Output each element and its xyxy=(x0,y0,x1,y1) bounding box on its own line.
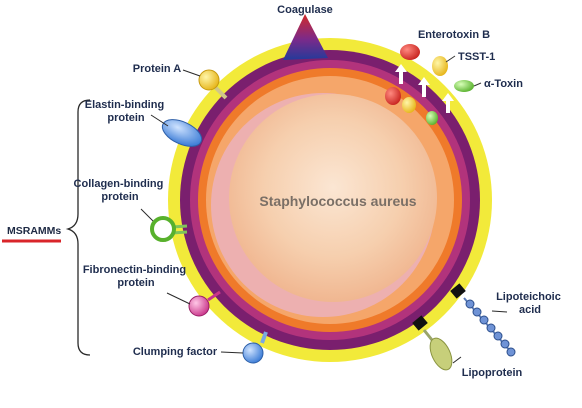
export-arrow-icon xyxy=(442,93,454,113)
fibronectin-binding-protein-icon xyxy=(188,290,221,317)
enterotoxin-bound-icon xyxy=(385,87,401,105)
coagulase-icon xyxy=(283,14,328,60)
label-enterotoxin: Enterotoxin B xyxy=(418,29,490,41)
protein-a-icon xyxy=(198,69,228,100)
export-arrow-icon xyxy=(418,77,430,97)
label-fibronectin-binding: Fibronectin-binding protein xyxy=(83,264,189,289)
label-tsst: TSST-1 xyxy=(458,51,495,63)
cytoplasm xyxy=(229,94,437,302)
label-elastin-binding: Elastin-binding protein xyxy=(85,99,168,124)
organism-label: Staphylococcus aureus xyxy=(259,193,416,209)
label-lipoteichoic-acid: Lipoteichoic acid xyxy=(496,291,564,316)
tsst-bound-icon xyxy=(402,97,416,113)
cell-envelope xyxy=(168,38,492,362)
lipoprotein-icon xyxy=(412,315,453,371)
enterotoxin-blob-icon xyxy=(400,44,420,60)
toxin-cluster xyxy=(385,44,482,125)
msramms-brace xyxy=(65,99,91,356)
label-protein-a: Protein A xyxy=(133,63,182,75)
label-clumping-factor: Clumping factor xyxy=(133,346,218,358)
alpha-toxin-blob-icon xyxy=(454,80,474,92)
label-lipoprotein: Lipoprotein xyxy=(462,367,523,379)
tsst-blob-icon xyxy=(432,56,448,76)
collagen-binding-protein-icon xyxy=(150,216,188,242)
msramms-label: MSRAMMs xyxy=(7,225,61,237)
label-coagulase: Coagulase xyxy=(277,4,333,16)
lipoteichoic-acid-icon xyxy=(450,283,516,357)
elastin-binding-protein-icon xyxy=(161,119,203,147)
alpha-bound-icon xyxy=(426,111,438,125)
export-arrow-icon xyxy=(395,64,407,84)
label-alpha-toxin: α-Toxin xyxy=(484,78,523,90)
leader-lines xyxy=(140,69,508,364)
label-collagen-binding: Collagen-binding protein xyxy=(74,178,167,203)
clumping-factor-icon xyxy=(242,331,268,364)
